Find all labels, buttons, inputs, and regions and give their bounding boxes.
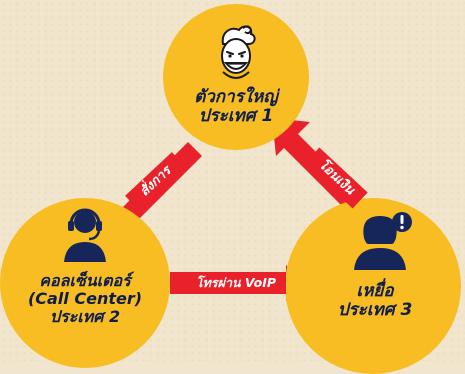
victim-alert-icon — [354, 212, 412, 270]
boss-label-line-2: ประเทศ 1 — [198, 106, 274, 127]
call-center-label-line-3: ประเทศ 2 — [49, 306, 121, 326]
call-center-label: คอลเซ็นเตอร์ (Call Center) ประเทศ 2 — [0, 272, 170, 326]
call-center-label-line-2: (Call Center) — [27, 288, 143, 308]
boss-label-line-1: ตัวการใหญ่ — [194, 87, 278, 107]
victim-label-line-2: ประเทศ 3 — [337, 300, 413, 321]
call-center-agent-icon — [64, 208, 106, 262]
boss-icon — [221, 25, 256, 79]
voip-tag: โทรผ่าน VoIP — [186, 272, 286, 294]
call-center-label-line-1: คอลเซ็นเตอร์ — [39, 271, 131, 290]
boss-label: ตัวการใหญ่ ประเทศ 1 — [168, 87, 304, 127]
victim-label-line-1: เหยื่อ — [356, 281, 394, 301]
victim-label: เหยื่อ ประเทศ 3 — [290, 281, 460, 321]
